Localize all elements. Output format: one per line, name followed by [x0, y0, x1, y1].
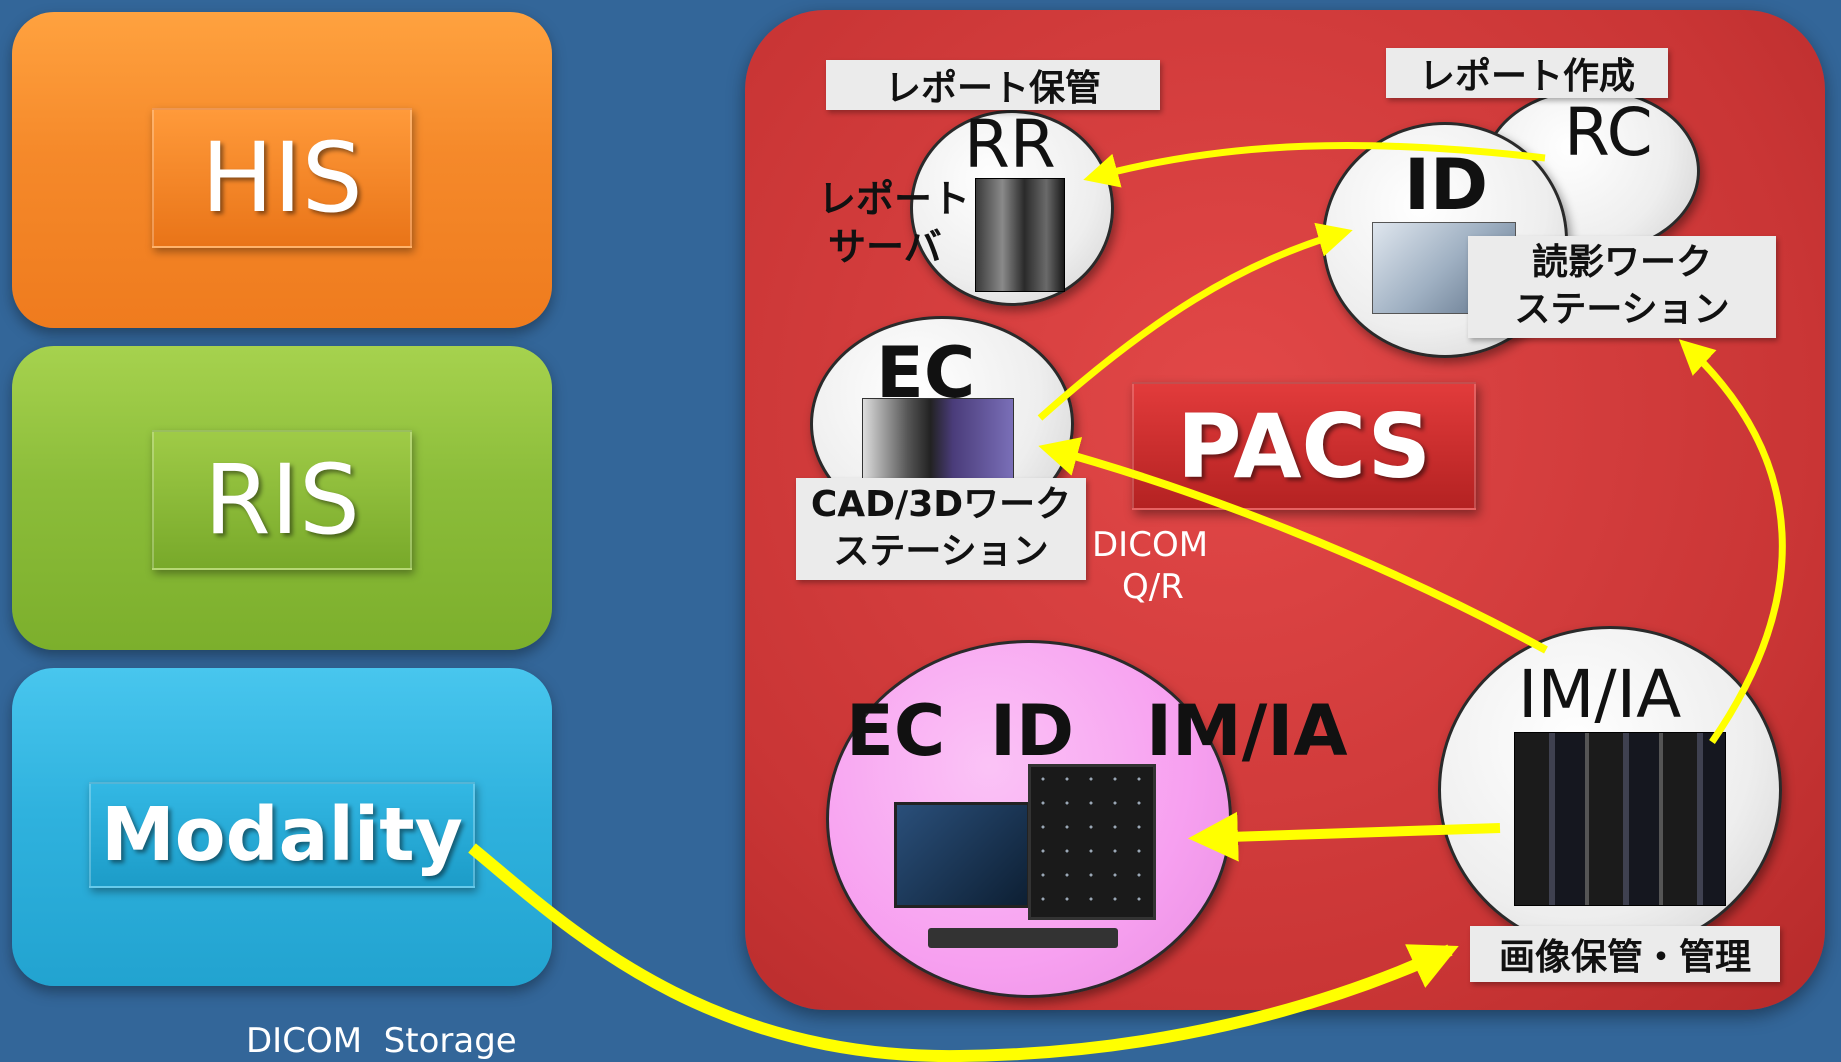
ec-caption-line1: CAD/3Dワーク: [810, 484, 1072, 526]
his-panel: HIS: [12, 12, 552, 328]
his-label[interactable]: HIS: [152, 108, 412, 248]
rr-caption-line2: サーバ: [828, 225, 942, 269]
arrow-imia-to-integrated: [1188, 811, 1501, 862]
keyboard: [928, 928, 1118, 948]
dicom-qr-line1: DICOM: [1092, 525, 1209, 565]
arrow-imia-to-id: [1678, 339, 1786, 744]
rc-code: RC: [1564, 94, 1653, 171]
storage-rack-image: [1514, 732, 1726, 906]
ec-code: EC: [876, 332, 976, 414]
ec-caption-line2: ステーション: [833, 531, 1049, 572]
server-image: [975, 178, 1065, 292]
id-caption-line1: 読影ワーク: [1531, 242, 1712, 284]
integrated-ec: EC: [846, 690, 946, 772]
rr-tag: レポート保管: [826, 60, 1160, 110]
right-monitor: [1028, 764, 1156, 920]
id-code: ID: [1404, 144, 1489, 226]
ec-caption: CAD/3Dワーク ステーション: [796, 478, 1086, 580]
rc-tag: レポート作成: [1386, 48, 1668, 98]
arrow-modality-to-imia: [468, 843, 1459, 1062]
id-caption-line2: ステーション: [1514, 289, 1730, 330]
monitor-workstation-image: [888, 764, 1158, 964]
arrow-rc-to-rr: [1083, 141, 1546, 188]
arrow-imia-to-ec: [1038, 437, 1548, 654]
ris-panel: RIS: [12, 346, 552, 650]
dicom-qr-line2: Q/R: [1122, 567, 1184, 607]
integrated-id: ID: [990, 690, 1075, 772]
arrow-ec-to-id: [1037, 222, 1353, 421]
modality-label[interactable]: Modality: [89, 782, 475, 888]
id-caption: 読影ワーク ステーション: [1468, 236, 1776, 338]
imia-code: IM/IA: [1518, 656, 1682, 733]
dicom-storage-label: DICOM Storage: [246, 1021, 517, 1061]
integrated-imia: IM/IA: [1146, 690, 1348, 772]
imia-caption: 画像保管・管理: [1470, 926, 1780, 982]
rr-caption-line1: レポート: [818, 177, 971, 221]
ris-label[interactable]: RIS: [152, 430, 412, 570]
modality-panel: Modality: [12, 668, 552, 986]
rr-code: RR: [964, 106, 1056, 183]
